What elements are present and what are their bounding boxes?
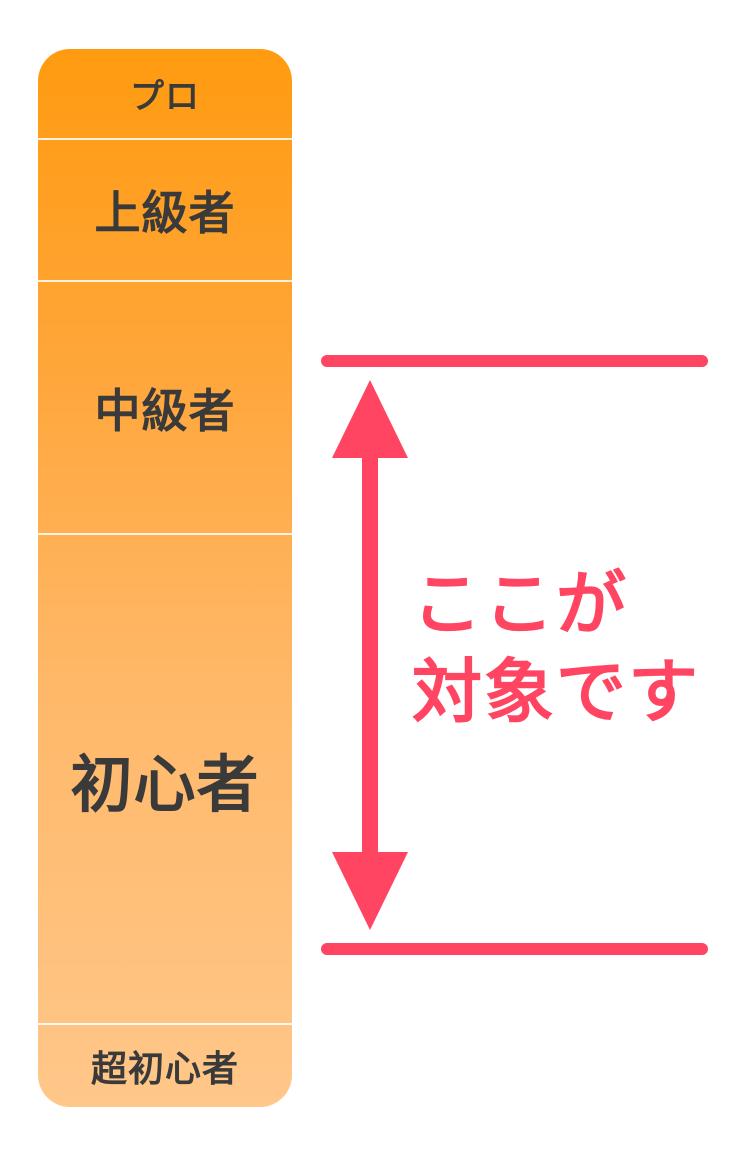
- level-intermediate: 中級者: [38, 280, 292, 533]
- target-callout: ここが 対象です: [412, 560, 700, 736]
- level-beginner: 初心者: [38, 533, 292, 1023]
- level-advanced: 上級者: [38, 138, 292, 280]
- level-label-beginner: 初心者: [70, 748, 260, 821]
- callout-line-1: ここが: [412, 563, 628, 645]
- level-label-intermediate: 中級者: [94, 383, 236, 438]
- level-label-pro: プロ: [130, 77, 200, 117]
- double-arrow-shaft: [362, 450, 378, 860]
- level-novice: 超初心者: [38, 1023, 292, 1107]
- arrow-down-icon: [332, 852, 408, 930]
- level-label-advanced: 上級者: [94, 186, 236, 240]
- arrow-up-icon: [332, 380, 408, 458]
- callout-line-2: 対象です: [412, 651, 700, 733]
- level-bar: プロ 上級者 中級者 初心者 超初心者: [38, 49, 292, 1107]
- level-label-novice: 超初心者: [90, 1049, 239, 1090]
- level-pro: プロ: [38, 49, 292, 138]
- target-range-marker: [321, 355, 708, 955]
